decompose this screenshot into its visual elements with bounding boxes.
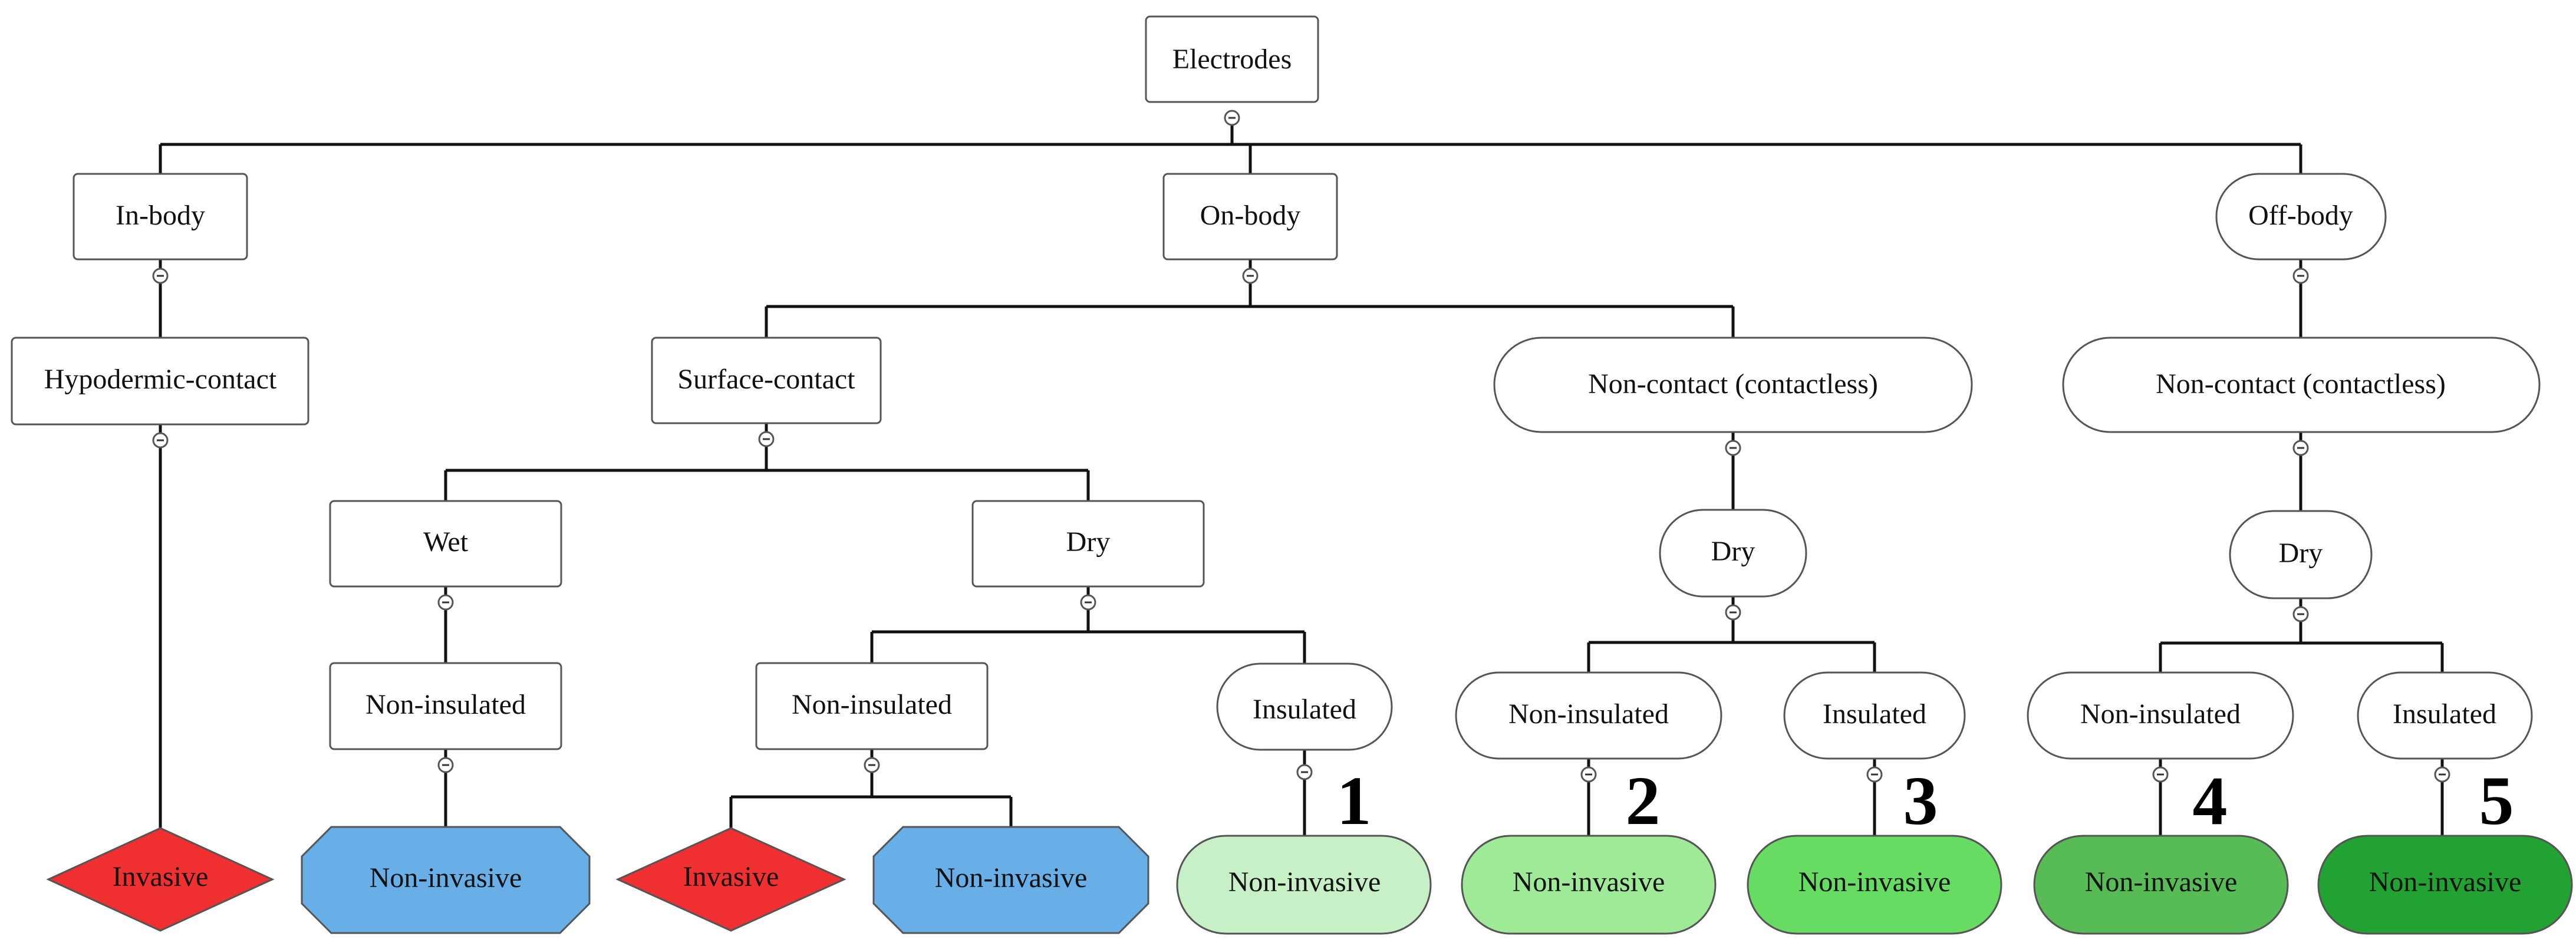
leaf-number-3: 3 xyxy=(1903,762,1938,839)
leaf-number-4: 4 xyxy=(2193,762,2228,839)
node-non-insulated-dry: Non-insulated xyxy=(755,662,989,750)
edge-root xyxy=(159,118,2302,174)
leaf-label: Invasive xyxy=(683,861,779,892)
node-off-body: Off-body xyxy=(2215,173,2387,261)
node-dry-surface: Dry xyxy=(971,500,1205,588)
collapse-toggle-dry-surface[interactable] xyxy=(1080,594,1096,611)
node-non-insulated-non-contact-on-body: Non-insulated xyxy=(1455,671,1722,760)
node-label: Hypodermic-contact xyxy=(44,364,277,395)
leaf-non-invasive-2: Non-invasive xyxy=(1461,835,1717,935)
node-surface-contact: Surface-contact xyxy=(651,337,882,424)
node-label: Dry xyxy=(1711,536,1755,567)
node-wet: Wet xyxy=(329,500,562,588)
node-insulated-dry: Insulated xyxy=(1216,662,1393,751)
leaf-label: Non-invasive xyxy=(935,862,1088,894)
collapse-toggle-noninsul-wet[interactable] xyxy=(437,757,454,773)
node-on-body: On-body xyxy=(1162,173,1338,261)
collapse-toggle-insul-nc-off[interactable] xyxy=(2434,766,2450,783)
node-label: Surface-contact xyxy=(677,364,855,395)
node-label: Insulated xyxy=(2393,698,2496,730)
node-label: Insulated xyxy=(1253,694,1356,725)
node-label: Insulated xyxy=(1823,698,1926,730)
leaf-label: Non-invasive xyxy=(370,862,522,894)
node-dry-non-contact-on-body: Dry xyxy=(1659,509,1807,598)
node-label: On-body xyxy=(1200,200,1301,231)
collapse-toggle-dry-nc-off[interactable] xyxy=(2292,606,2309,622)
collapse-toggle-hypodermic[interactable] xyxy=(152,432,169,449)
node-in-body: In-body xyxy=(73,173,248,261)
leaf-invasive-hypodermic: Invasive xyxy=(46,827,275,932)
leaf-number-2: 2 xyxy=(1626,762,1661,839)
node-label: Non-insulated xyxy=(792,689,952,720)
collapse-toggle-on-body[interactable] xyxy=(1242,268,1259,284)
leaf-non-invasive-5: Non-invasive xyxy=(2317,835,2573,935)
leaf-label: Invasive xyxy=(113,861,209,892)
leaf-invasive-dry: Invasive xyxy=(615,827,846,932)
leaf-label: Non-invasive xyxy=(1228,866,1381,898)
node-label: Wet xyxy=(423,526,469,558)
node-dry-non-contact-off-body: Dry xyxy=(2229,510,2373,599)
leaf-number-1: 1 xyxy=(1337,762,1372,839)
collapse-toggle-noninsul-nc-off[interactable] xyxy=(2152,766,2169,783)
node-label: In-body xyxy=(116,200,205,231)
leaf-label: Non-invasive xyxy=(1513,866,1665,898)
node-non-contact-on-body: Non-contact (contactless) xyxy=(1493,337,1973,433)
node-label: Dry xyxy=(1066,526,1111,558)
collapse-toggle-wet[interactable] xyxy=(437,594,454,611)
collapse-toggle-noninsul-dry[interactable] xyxy=(864,757,880,773)
collapse-toggle-insul-nc-on[interactable] xyxy=(1866,766,1883,783)
node-non-insulated-non-contact-off-body: Non-insulated xyxy=(2027,671,2294,760)
collapse-toggle-in-body[interactable] xyxy=(152,268,169,284)
leaf-non-invasive-1: Non-invasive xyxy=(1176,835,1432,935)
node-non-insulated-wet: Non-insulated xyxy=(329,662,562,750)
node-label: Non-insulated xyxy=(2080,698,2241,730)
node-label: Dry xyxy=(2279,538,2323,569)
node-insulated-non-contact-off-body: Insulated xyxy=(2357,671,2533,760)
leaf-non-invasive-wet: Non-invasive xyxy=(301,826,591,934)
node-hypodermic-contact: Hypodermic-contact xyxy=(11,337,309,426)
node-label: Non-contact (contactless) xyxy=(1588,368,1878,400)
node-label: Electrodes xyxy=(1172,44,1292,75)
node-label: Non-insulated xyxy=(365,689,526,720)
node-electrodes: Electrodes xyxy=(1145,15,1319,103)
leaf-non-invasive-dry: Non-invasive xyxy=(872,826,1149,934)
collapse-toggle-insul-dry[interactable] xyxy=(1296,764,1313,780)
node-insulated-non-contact-on-body: Insulated xyxy=(1783,671,1966,760)
leaf-label: Non-invasive xyxy=(1798,866,1951,898)
node-label: Non-insulated xyxy=(1508,698,1669,730)
collapse-toggle-root[interactable] xyxy=(1224,110,1240,126)
collapse-toggle-noncontact-on[interactable] xyxy=(1725,440,1741,456)
node-non-contact-off-body: Non-contact (contactless) xyxy=(2062,337,2541,433)
leaf-non-invasive-4: Non-invasive xyxy=(2033,835,2289,935)
leaf-number-5: 5 xyxy=(2479,762,2514,839)
leaf-label: Non-invasive xyxy=(2085,866,2238,898)
collapse-toggle-noninsul-nc-on[interactable] xyxy=(1580,766,1597,783)
node-label: Non-contact (contactless) xyxy=(2156,368,2446,400)
collapse-toggle-surface[interactable] xyxy=(758,431,775,447)
collapse-toggle-dry-nc-on[interactable] xyxy=(1725,604,1741,621)
leaf-non-invasive-3: Non-invasive xyxy=(1747,835,2002,935)
collapse-toggle-off-body[interactable] xyxy=(2292,268,2309,284)
node-label: Off-body xyxy=(2248,200,2353,231)
leaf-label: Non-invasive xyxy=(2369,866,2522,898)
collapse-toggle-noncontact-off[interactable] xyxy=(2292,440,2309,456)
